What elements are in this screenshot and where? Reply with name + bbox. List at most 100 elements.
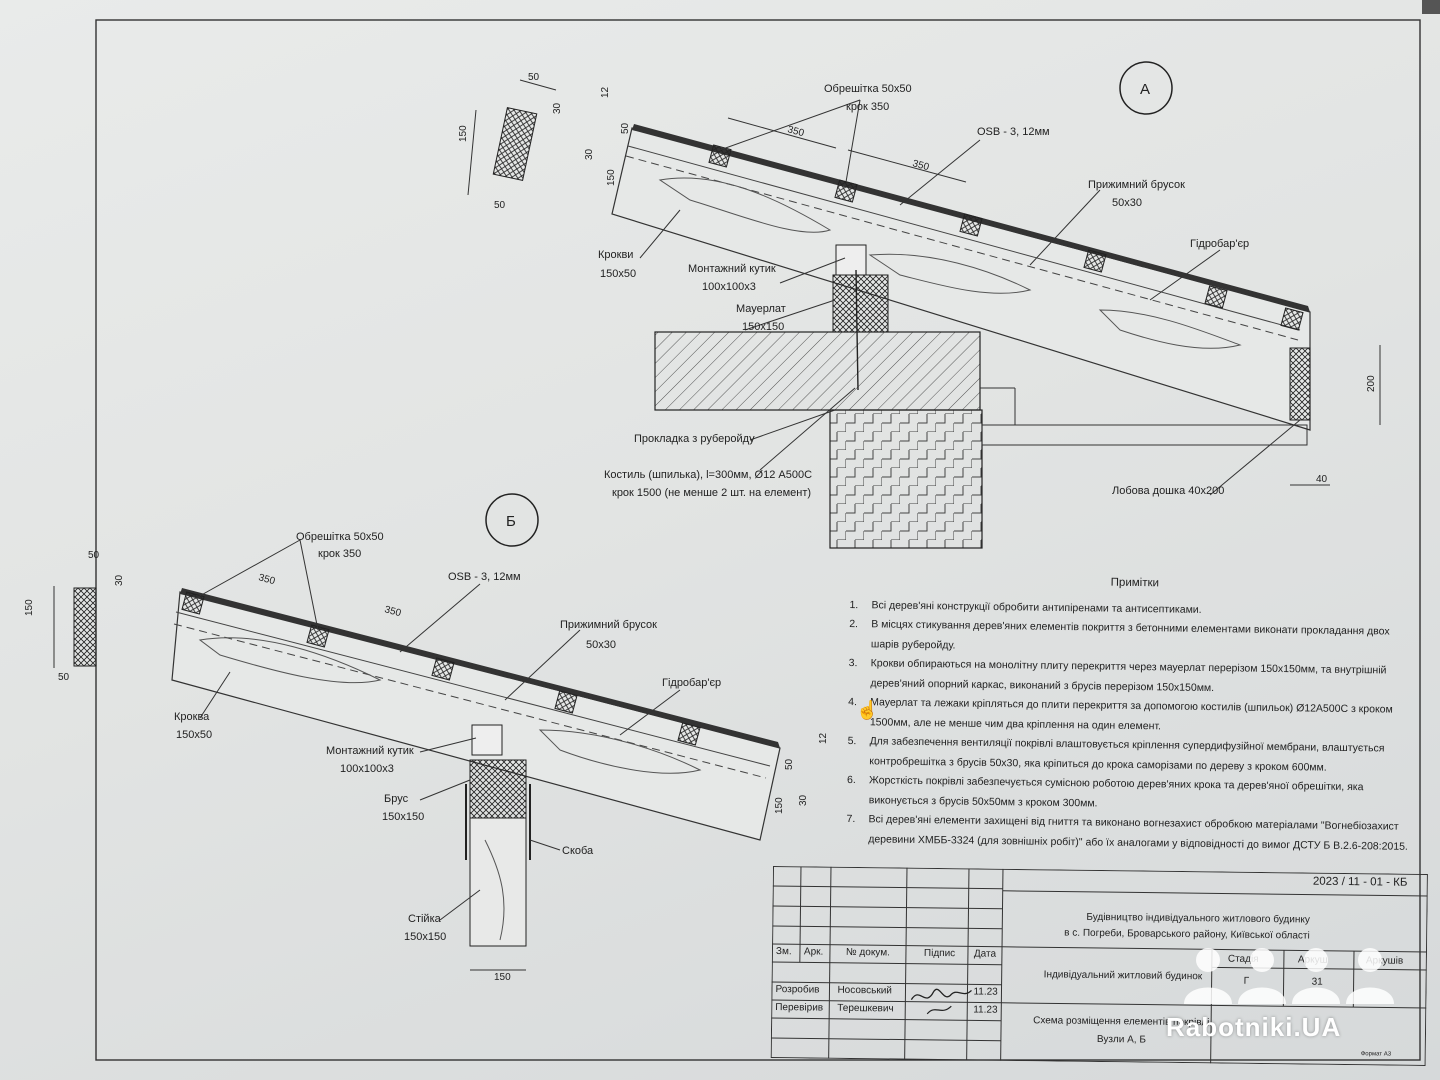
node-b-label-bracket: Скоба — [562, 845, 594, 857]
col-sign: Підпис — [923, 947, 956, 960]
workers-watermark-icon — [1184, 948, 1394, 1004]
node-a-lath-3 — [959, 213, 983, 237]
node-a-label-mauerlat-size: 150х150 — [742, 321, 784, 333]
notes-block: Примітки 1.Всі дерев'яні конструкції обр… — [846, 570, 1420, 857]
node-b-dim-350b: 350 — [383, 604, 402, 619]
node-a-dim-30: 30 — [584, 148, 595, 160]
node-a-label-clamp: Прижимний брусок — [1088, 179, 1185, 191]
node-a-clamp-line — [627, 145, 1301, 331]
node-b-angle — [471, 724, 503, 756]
node-a-slab — [654, 331, 981, 411]
role-checker: Перевірив — [775, 1002, 824, 1014]
format-label: Формат А3 — [1360, 1051, 1392, 1058]
node-b-section-h: 150 — [24, 599, 35, 616]
node-a-pin — [855, 269, 859, 391]
node-a-fascia — [1289, 347, 1311, 421]
role-developer: Розробив — [775, 984, 820, 996]
node-a-wall — [829, 409, 983, 549]
node-a-lath-2 — [834, 179, 858, 203]
name-developer: Носовський — [837, 984, 892, 997]
node-b-label-beam-size: 150х150 — [382, 811, 424, 823]
scrollbar-thumb[interactable] — [1422, 0, 1440, 14]
node-a-dim-150: 150 — [606, 169, 617, 186]
node-b: Б Обрешітка 50х50 крок 350 OSB - — [24, 493, 829, 983]
node-a-label-angle-size: 100х100х3 — [702, 281, 756, 293]
node-b-label-vapor: Гідробар'єр — [662, 677, 721, 689]
hand-cursor-icon: ☝ — [856, 700, 879, 720]
node-a-lath-4 — [1083, 249, 1107, 273]
node-a-section-h: 150 — [458, 125, 469, 142]
node-b-dim-350a: 350 — [257, 572, 276, 587]
node-b-lath-2 — [306, 624, 330, 648]
node-a-section-t: 30 — [552, 102, 563, 114]
node-a-label-fascia: Лобова дошка 40х200 — [1112, 485, 1224, 497]
node-b-vapor-line — [173, 623, 767, 779]
node-a-lath-5 — [1204, 285, 1228, 309]
signature-icon — [910, 988, 972, 1015]
node-b-section-t: 30 — [114, 574, 125, 586]
node-a-label-lathing-step: крок 350 — [846, 101, 889, 113]
node-a-dim-350a: 350 — [786, 124, 805, 139]
node-b-label-post: Стійка — [408, 913, 442, 925]
node-a-dim-200: 200 — [1366, 375, 1377, 392]
node-b-beam — [469, 759, 527, 819]
node-a-label-rafter-size: 150х50 — [600, 268, 636, 280]
node-a-section-w: 50 — [528, 72, 540, 83]
node-a-label-pin-step: крок 1500 (не менше 2 шт. на елемент) — [612, 487, 811, 499]
node-b-label-clamp: Прижимний брусок — [560, 619, 657, 631]
node-a-angle — [835, 244, 867, 276]
node-a-label-mauerlat: Мауерлат — [736, 303, 786, 315]
node-a-section-b: 50 — [494, 200, 506, 211]
node-b-marker: Б — [506, 513, 516, 530]
node-b-dim-150b: 150 — [494, 972, 511, 983]
node-b-bracket — [465, 784, 531, 860]
node-a: А — [458, 61, 1381, 549]
node-b-label-rafter-size: 150х50 — [176, 729, 212, 741]
note-item: 7.Всі дерев'яні елементи захищені від гн… — [846, 812, 1408, 853]
node-a-label-osb: OSB - 3, 12мм — [977, 126, 1050, 138]
node-a-dim-40: 40 — [1316, 474, 1328, 485]
node-a-lath-6 — [1280, 307, 1304, 331]
node-b-label-beam: Брус — [384, 793, 409, 805]
node-a-label-pin: Костиль (шпилька), l=300мм, Ø12 А500С — [604, 469, 812, 481]
watermark-text: Rabotniki.UA — [1166, 1012, 1342, 1042]
node-a-dim-50: 50 — [620, 122, 631, 134]
node-b-section-w: 50 — [88, 550, 100, 561]
node-b-lath-4 — [554, 690, 578, 714]
node-a-label-clamp-size: 50х30 — [1112, 197, 1142, 209]
node-b-label-angle: Монтажний кутик — [326, 745, 414, 757]
node-a-label-rafter: Крокви — [598, 249, 633, 261]
node-a-dim-12: 12 — [600, 86, 611, 98]
node-b-lath-5 — [677, 722, 701, 746]
node-b-label-lathing-step: крок 350 — [318, 548, 361, 560]
node-b-osb — [180, 588, 780, 748]
node-a-marker-circle — [1119, 61, 1173, 115]
node-a-leader-lathing — [719, 99, 861, 151]
node-b-label-clamp-size: 50х30 — [586, 639, 616, 651]
doc-code: 2023 / 11 - 01 - КБ — [1312, 875, 1408, 889]
node-a-label-pad: Прокладка з руберойду — [634, 433, 755, 445]
node-a-section — [492, 107, 538, 181]
node-a-mauerlat — [832, 274, 889, 333]
col-date: Дата — [973, 948, 997, 960]
node-b-post — [469, 817, 527, 947]
node-b-label-post-size: 150х150 — [404, 931, 446, 943]
node-a-label-angle: Монтажний кутик — [688, 263, 776, 275]
node-a-lath-1 — [708, 144, 732, 168]
name-checker: Терешкевич — [837, 1002, 894, 1015]
node-b-marker-circle — [485, 493, 539, 547]
node-b-dim-30: 30 — [798, 794, 809, 806]
node-a-marker: А — [1140, 81, 1150, 98]
node-b-section — [73, 587, 97, 667]
node-b-section-b: 50 — [58, 672, 70, 683]
node-b-label-lathing: Обрешітка 50х50 — [296, 531, 384, 543]
node-b-label-angle-size: 100х100х3 — [340, 763, 394, 775]
node-a-label-vapor: Гідробар'єр — [1190, 238, 1249, 250]
col-doc: № докум. — [845, 946, 890, 959]
node-b-dim-50: 50 — [784, 758, 795, 770]
node-b-clamp-line — [175, 611, 771, 767]
node-b-dim-150: 150 — [774, 797, 785, 814]
sheet-title-2: Вузли А, Б — [1096, 1033, 1146, 1046]
node-a-dim-350b: 350 — [911, 158, 930, 173]
